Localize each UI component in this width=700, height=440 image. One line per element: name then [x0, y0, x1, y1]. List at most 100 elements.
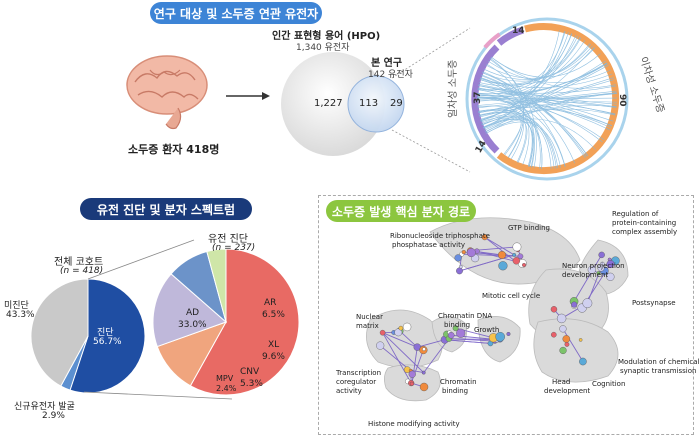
chord-link	[481, 60, 606, 124]
network-node	[578, 338, 583, 342]
slice-cnv-label: CNV	[240, 367, 260, 377]
chord-n-left: 37	[473, 91, 483, 104]
chord-link	[483, 35, 577, 128]
network-node	[459, 264, 463, 269]
pathway-panel	[318, 195, 694, 435]
network-node	[447, 331, 455, 339]
chord-link	[480, 77, 566, 167]
label-ribo-1: Ribonucleoside triphosphate	[390, 232, 490, 240]
chord-link	[477, 105, 527, 163]
network-edge	[382, 332, 418, 348]
label-reg-2: protein-containing	[612, 219, 677, 227]
brain-icon	[126, 55, 208, 130]
study-count: 142 유전자	[368, 70, 413, 80]
chord-link	[480, 30, 560, 122]
network-node	[497, 250, 506, 259]
chord-label-primary: 일차성 소두증	[447, 60, 459, 118]
chord-link	[478, 107, 612, 127]
chord-link	[480, 75, 576, 164]
slice-undiag-pct: 43.3%	[6, 310, 35, 320]
chord-link	[479, 73, 613, 88]
chord-link	[477, 40, 586, 102]
chord-n-top: 14	[512, 26, 525, 36]
pie1-slice-2	[30, 278, 89, 387]
network-node	[466, 248, 476, 258]
network-edge	[382, 332, 412, 384]
network-node	[456, 328, 466, 338]
slice-novel-pct: 2.9%	[42, 411, 65, 421]
network-node	[512, 257, 521, 265]
venn-right-value: 29	[390, 98, 403, 109]
label-mod-1: Modulation of chemical	[618, 358, 700, 366]
label-chrom-2: binding	[442, 387, 469, 395]
network-edge	[562, 328, 584, 362]
slice-diag-pct: 56.7%	[93, 337, 122, 347]
slice-diag-label: 진단	[97, 328, 114, 338]
label-histone: Histone modifying activity	[368, 420, 460, 428]
label-growth: Growth	[474, 326, 500, 334]
slice-ar-pct: 6.5%	[262, 310, 285, 320]
pathway-network	[366, 217, 629, 402]
network-node	[606, 260, 615, 269]
venn-study-circle	[347, 75, 405, 133]
chord-link	[477, 97, 541, 169]
network-node	[596, 271, 601, 275]
slice-cnv-pct: 5.3%	[240, 379, 263, 389]
network-node	[550, 306, 558, 313]
venn-overlap-value: 113	[359, 98, 379, 109]
network-node	[587, 265, 596, 274]
cohort-n: (n = 418)	[60, 266, 104, 276]
network-node	[481, 234, 488, 241]
chord-link	[477, 37, 582, 98]
label-gtp: GTP binding	[508, 224, 550, 232]
network-node	[409, 381, 415, 386]
pie2-slice-0	[189, 248, 300, 396]
chord-link	[483, 92, 617, 130]
network-edge	[573, 254, 603, 302]
network-node	[421, 370, 426, 375]
network-edge	[382, 332, 425, 373]
chord-n-right: 90	[617, 94, 627, 107]
network-edge	[379, 345, 412, 372]
pie-diagnosis	[152, 248, 300, 396]
network-node	[376, 341, 385, 350]
slice-ad-pct: 33.0%	[178, 320, 207, 330]
chord-link	[485, 45, 593, 79]
network-node	[559, 325, 567, 333]
label-cognition: Cognition	[592, 380, 626, 388]
chord-link	[483, 44, 591, 80]
chord-link	[477, 62, 608, 98]
network-node	[582, 298, 593, 309]
slice-undiag-label: 미진단	[4, 301, 29, 311]
chord-link	[479, 79, 535, 168]
network-edge	[399, 330, 418, 348]
slice-xl-pct: 9.6%	[262, 352, 285, 362]
label-neuron-1: Neuron projection	[562, 262, 625, 270]
chord-link	[479, 101, 617, 118]
chord-link	[477, 85, 616, 94]
network-node	[379, 329, 386, 336]
label-postsynapse: Postsynapse	[632, 299, 676, 307]
pie2-slice-2	[152, 273, 227, 348]
chord-link	[485, 121, 561, 168]
chord-link	[490, 56, 616, 89]
network-edge	[459, 254, 515, 272]
chord-link	[480, 114, 522, 156]
label-neuron-2: development	[562, 271, 609, 279]
hpo-title: 인간 표현형 용어 (HPO)	[272, 31, 381, 42]
slice-mpv-pct: 2.4%	[216, 384, 237, 393]
chord-label-secondary: 이차성 소두증	[637, 55, 666, 114]
network-node	[597, 264, 605, 272]
chord-link	[478, 109, 524, 160]
network-node	[579, 357, 587, 366]
chord-link	[485, 118, 596, 150]
network-node	[606, 272, 615, 281]
label-mod-2: synaptic transmission	[620, 367, 697, 375]
label-nuclear-2: matrix	[356, 322, 379, 330]
diag-n: (n = 237)	[212, 243, 256, 253]
label-trans-3: activity	[336, 387, 362, 395]
chord-link	[489, 58, 537, 168]
network-node	[550, 331, 557, 338]
venn-hpo-circle	[281, 52, 385, 156]
label-mitotic: Mitotic cell cycle	[482, 292, 541, 300]
